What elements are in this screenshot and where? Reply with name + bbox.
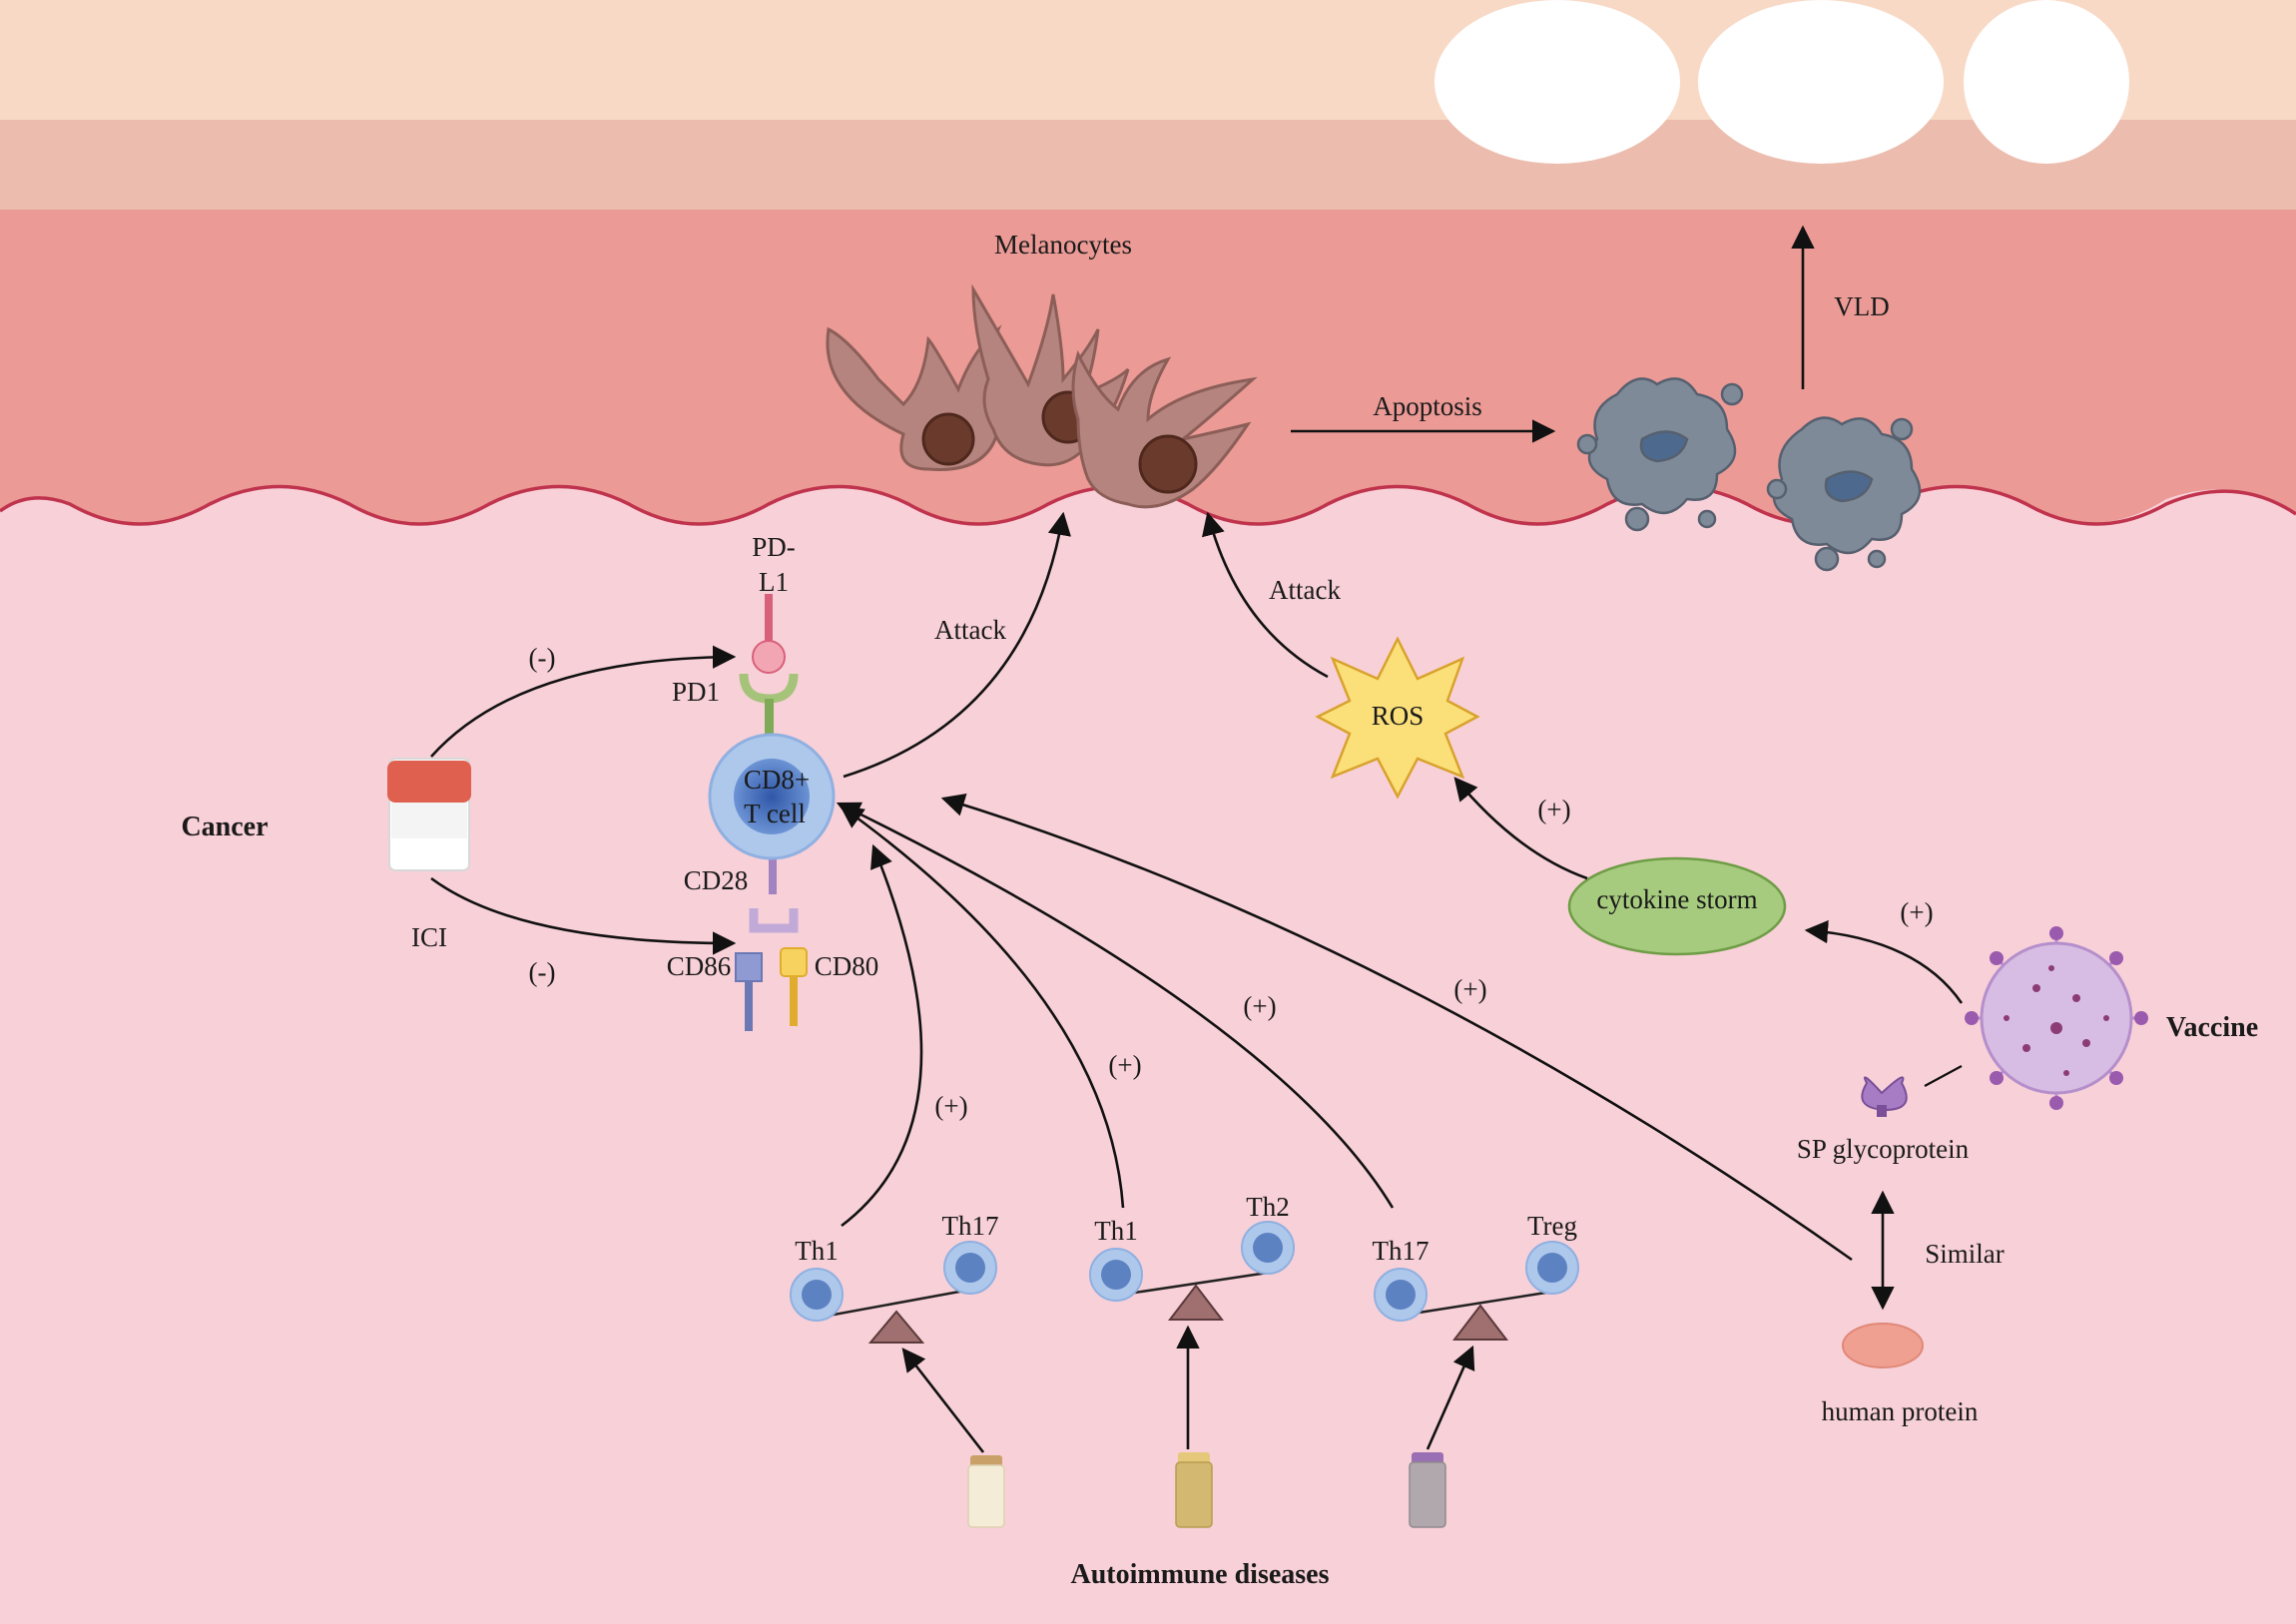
attack-right-label: Attack: [1269, 575, 1341, 605]
bal2-tcell-arrow: [840, 805, 1125, 1209]
cytokine-storm-label: cytokine storm: [1596, 884, 1757, 914]
ici-drug-bottle: [387, 758, 471, 871]
cd8-label-line2: T cell: [744, 799, 806, 828]
th17-a-label: Th17: [942, 1211, 999, 1241]
human-protein-ellipse: [1842, 1323, 1924, 1368]
apoptotic-cell-2: [1766, 416, 1922, 572]
melanocytes-label: Melanocytes: [994, 230, 1132, 260]
vaccine-virus: [1965, 926, 2148, 1110]
balance-th1-th2: [1089, 1221, 1295, 1321]
sp-glycoprotein-shape: [1861, 1076, 1908, 1117]
cd86-head: [735, 952, 763, 982]
pd1-label: PD1: [672, 677, 720, 707]
receptor-complex: [735, 594, 808, 1031]
autoimmune-label: Autoimmune diseases: [1070, 1559, 1329, 1590]
human-protein-label: human protein: [1822, 1396, 1979, 1426]
ici-label: ICI: [411, 922, 447, 952]
depigmented-patch-2: [1698, 0, 1944, 164]
apoptotic-cells-group: [1576, 377, 1922, 572]
ros-label: ROS: [1372, 701, 1425, 731]
apoptotic-cell-1: [1576, 377, 1744, 532]
cd80-stem: [790, 976, 798, 1026]
plus-bal2-label: (+): [1108, 1050, 1141, 1080]
epidermis-top-layer: [0, 0, 2296, 120]
melanocytes-group: [826, 283, 1258, 509]
th17-c-label: Th17: [1373, 1236, 1430, 1266]
cd80-label: CD80: [815, 951, 879, 981]
human-protein-tcell-arrow: [940, 794, 1853, 1262]
cd28-stem: [769, 858, 777, 894]
minus-top-label: (-): [529, 643, 556, 673]
th1-a-label: Th1: [795, 1236, 839, 1266]
depigmented-patch-3: [1964, 0, 2129, 164]
vial-3: [1409, 1452, 1446, 1528]
cd86-stem: [745, 981, 753, 1031]
cytokine-storm-ellipse: [1567, 856, 1787, 956]
bal1-tcell-arrow: [841, 843, 923, 1228]
sp-glycoprotein-label: SP glycoprotein: [1797, 1134, 1970, 1164]
cancer-label: Cancer: [181, 812, 268, 842]
depigmented-patch-1: [1435, 0, 1680, 164]
plus-bal3-label: (+): [1243, 991, 1276, 1021]
plus-ros-label: (+): [1537, 795, 1570, 824]
cd80-head: [780, 947, 808, 977]
vial-2: [1175, 1452, 1213, 1528]
vial-1: [967, 1455, 1005, 1528]
melanocyte-3: [1071, 349, 1258, 509]
pd-l1-label-line2: L1: [759, 567, 789, 597]
tcell-attack-arrow: [843, 511, 1071, 779]
balance-th17-treg: [1374, 1241, 1579, 1341]
balance-th1-th17: [790, 1241, 997, 1344]
apoptosis-label: Apoptosis: [1373, 391, 1482, 421]
th1-b-label: Th1: [1094, 1216, 1138, 1246]
pd-l1-head: [752, 640, 786, 674]
pd1-stem: [765, 699, 774, 737]
ros-star: [1315, 636, 1480, 800]
pd-l1-label-line1: PD-: [752, 532, 796, 562]
vaccine-label: Vaccine: [2166, 1012, 2258, 1043]
cd28-receptor: [749, 908, 799, 933]
vld-label: VLD: [1834, 291, 1890, 321]
ros-attack-arrow: [1202, 511, 1329, 679]
cd28-label: CD28: [684, 865, 749, 895]
vial3-balance-arrow: [1426, 1345, 1475, 1450]
similar-label: Similar: [1925, 1239, 2005, 1269]
pd-l1-stem: [765, 594, 773, 644]
th2-b-label: Th2: [1246, 1192, 1290, 1222]
vial1-balance-arrow: [901, 1348, 985, 1453]
attack-left-label: Attack: [934, 615, 1006, 645]
cd8-t-cell-nucleus: [734, 759, 810, 834]
sp-virus-connector: [1924, 1065, 1963, 1087]
storm-ros-arrow: [1453, 777, 1588, 880]
plus-bal1-label: (+): [934, 1091, 967, 1121]
ici-pd1-arrow: [430, 645, 737, 758]
cd86-label: CD86: [667, 951, 732, 981]
pd1-receptor: [739, 673, 799, 704]
minus-bottom-label: (-): [529, 957, 556, 987]
ici-cd86-arrow: [430, 876, 737, 955]
plus-vaccine-label: (+): [1900, 897, 1933, 927]
treg-c-label: Treg: [1527, 1211, 1577, 1241]
bal3-tcell-arrow: [836, 802, 1395, 1209]
vaccine-storm-arrow: [1804, 919, 1964, 1004]
cd8-label-line1: CD8+: [744, 765, 810, 795]
plus-human-label: (+): [1453, 974, 1486, 1004]
epidermis-mid-layer: [0, 120, 2296, 210]
